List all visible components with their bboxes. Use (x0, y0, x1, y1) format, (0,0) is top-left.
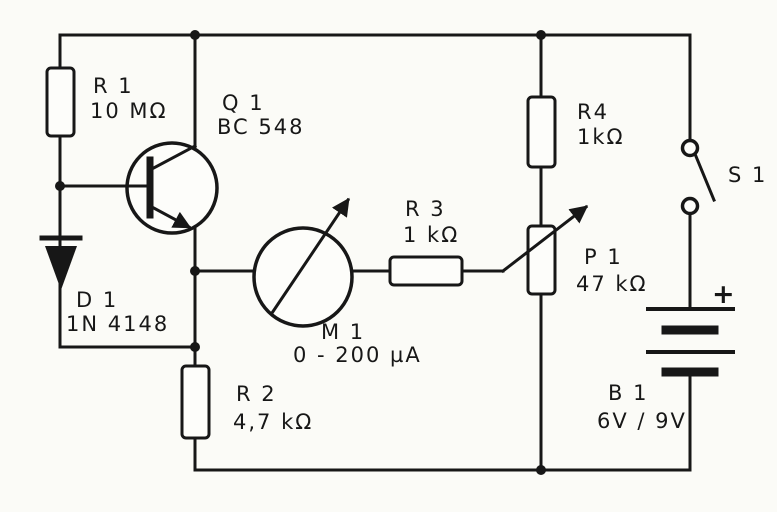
r2-ref-label: R 2 (236, 382, 277, 406)
p1-wiper-arrow (500, 204, 589, 274)
s1-ref-label: S 1 (728, 163, 767, 187)
r3-body (388, 255, 464, 287)
s1-top-contact (680, 138, 700, 158)
m1-needle (269, 197, 351, 316)
r2-body (180, 364, 211, 440)
potentiometer-p1: P 1 47 kΩ (500, 204, 648, 296)
r3-ref-label: R 3 (405, 197, 446, 221)
junction-dot (190, 266, 200, 276)
resistor-r1: R 1 10 MΩ (45, 66, 168, 138)
s1-lever (693, 152, 716, 202)
resistor-r2: R 2 4,7 kΩ (180, 364, 313, 440)
r4-ref-label: R4 (577, 100, 609, 124)
q1-emitter-lead (147, 203, 192, 230)
r2-value-label: 4,7 kΩ (233, 410, 313, 434)
m1-value-label: 0 - 200 µA (293, 343, 422, 367)
b1-polarity-label: + (712, 279, 735, 310)
resistor-r4: R4 1kΩ (526, 95, 625, 169)
junction-dots (55, 30, 546, 475)
q1-value-label: BC 548 (217, 115, 304, 139)
resistor-r3: R 3 1 kΩ (388, 197, 464, 287)
b1-value-label: 6V / 9V (597, 409, 687, 433)
transistor-q1: Q 1 BC 548 (58, 91, 304, 235)
d1-triangle (45, 246, 77, 290)
junction-dot (190, 30, 200, 40)
m1-body (252, 226, 354, 328)
p1-body (526, 224, 557, 296)
r4-value-label: 1kΩ (577, 125, 625, 149)
diode-d1: D 1 1N 4148 (39, 235, 169, 336)
d1-value-label: 1N 4148 (66, 312, 169, 336)
junction-dot (536, 465, 546, 475)
p1-ref-label: P 1 (584, 245, 623, 269)
q1-collector-lead (147, 143, 198, 173)
junction-dot (536, 30, 546, 40)
q1-ref-label: Q 1 (222, 91, 265, 115)
r4-body (526, 95, 557, 169)
d1-ref-label: D 1 (76, 288, 118, 312)
junction-dot (190, 342, 200, 352)
m1-ref-label: M 1 (321, 320, 365, 344)
battery-b1: + B 1 6V / 9V (597, 279, 735, 433)
b1-ref-label: B 1 (608, 381, 648, 405)
r1-body (45, 66, 76, 138)
junction-dot (55, 181, 65, 191)
switch-s1: S 1 (680, 138, 767, 216)
s1-bottom-contact (680, 196, 700, 216)
r1-ref-label: R 1 (93, 74, 134, 98)
r3-value-label: 1 kΩ (403, 223, 459, 247)
meter-m1: M 1 0 - 200 µA (252, 197, 422, 367)
r1-value-label: 10 MΩ (90, 99, 168, 123)
wire-left-rail (58, 33, 197, 349)
p1-value-label: 47 kΩ (576, 272, 648, 296)
